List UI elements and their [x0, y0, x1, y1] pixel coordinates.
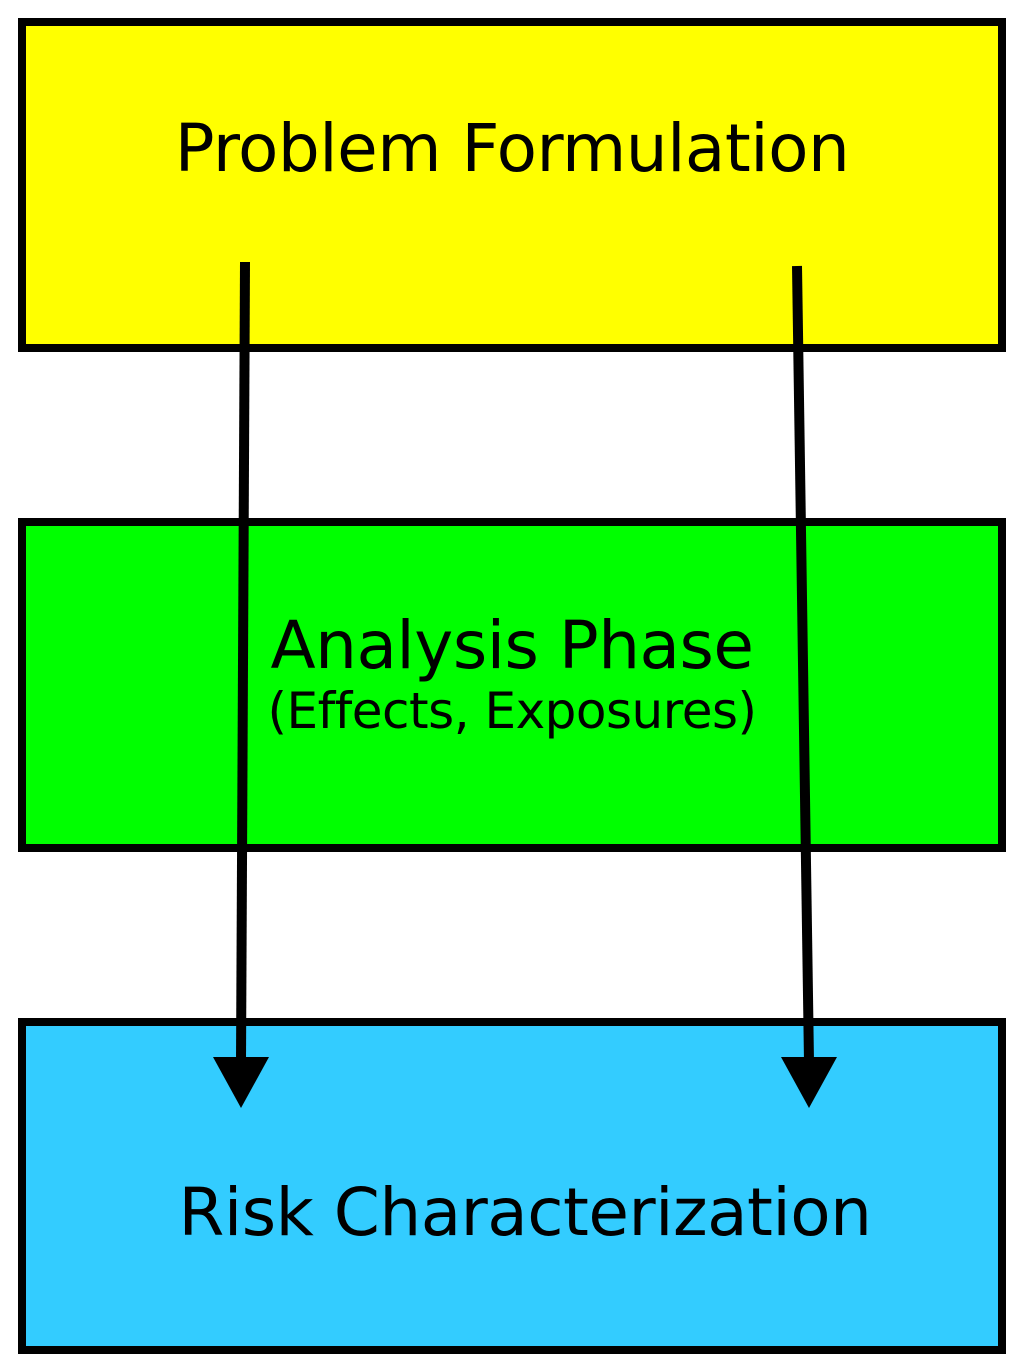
- analysis-phase-title: Analysis Phase: [270, 607, 754, 684]
- problem-formulation-box: Problem Formulation: [18, 18, 1006, 352]
- risk-characterization-title: Risk Characterization: [178, 1174, 872, 1251]
- analysis-phase-box: Analysis Phase (Effects, Exposures): [18, 518, 1006, 852]
- risk-characterization-box: Risk Characterization: [18, 1018, 1006, 1354]
- analysis-phase-subtitle: (Effects, Exposures): [267, 681, 757, 740]
- problem-formulation-title: Problem Formulation: [174, 110, 850, 187]
